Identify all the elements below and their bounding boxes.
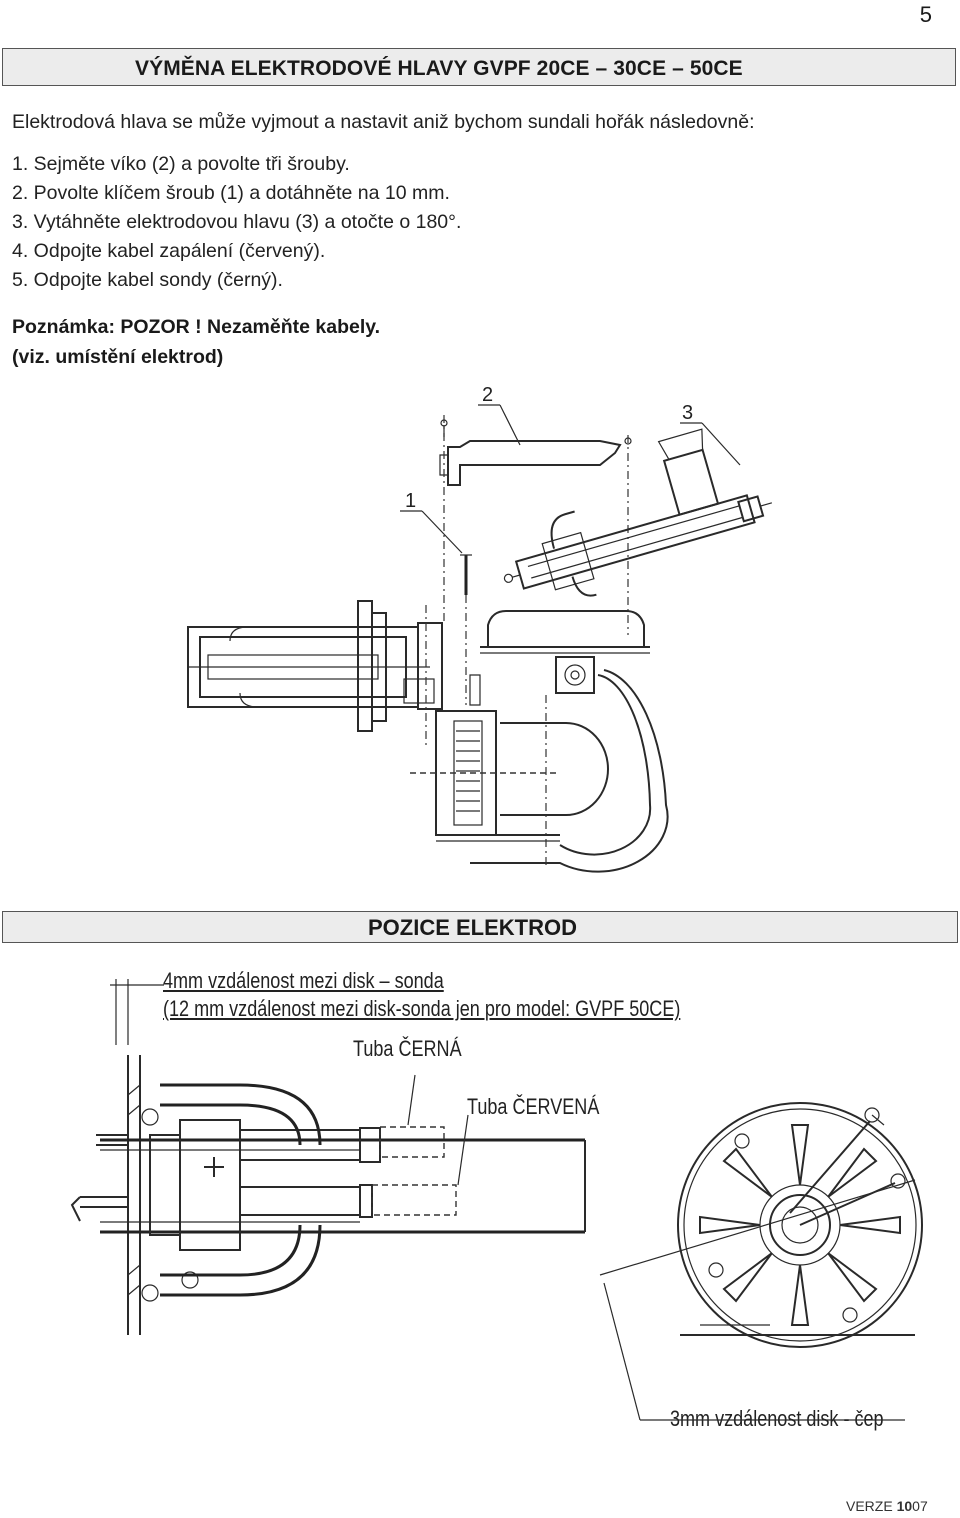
label-disk-tip-distance: 3mm vzdálenost disk - čep — [670, 1406, 884, 1431]
footer-version-bold: 10 — [896, 1498, 913, 1514]
note-reference: (viz. umístění elektrod) — [12, 346, 224, 368]
callout-2: 2 — [482, 384, 493, 406]
burner-assembly-drawing: 2 3 1 — [187, 384, 773, 873]
step-item: 5. Odpojte kabel sondy (černý). — [12, 269, 283, 291]
footer-version-rest: 07 — [912, 1498, 928, 1514]
label-disk-probe-distance: 4mm vzdálenost mezi disk – sonda — [163, 968, 444, 993]
note-warning: Poznámka: POZOR ! Nezaměňte kabely. — [12, 316, 381, 338]
callout-3: 3 — [682, 402, 693, 424]
section-bar: POZICE ELEKTROD — [2, 911, 958, 943]
intro-text: Elektrodová hlava se může vyjmout a nast… — [12, 111, 755, 133]
callout-1: 1 — [405, 490, 416, 512]
label-disk-probe-distance-50ce: (12 mm vzdálenost mezi disk-sonda jen pr… — [163, 996, 681, 1021]
footer-version: VERZE 1007 — [846, 1498, 928, 1514]
note: Poznámka: POZOR ! Nezaměňte kabely. (viz… — [12, 312, 380, 372]
footer-prefix: VERZE — [846, 1498, 897, 1514]
step-item: 2. Povolte klíčem šroub (1) a dotáhněte … — [12, 182, 450, 204]
page-title: VÝMĚNA ELEKTRODOVÉ HLAVY GVPF 20CE – 30C… — [135, 57, 743, 80]
step-item: 1. Sejměte víko (2) a povolte tři šrouby… — [12, 153, 350, 175]
step-item: 4. Odpojte kabel zapálení (červený). — [12, 240, 326, 262]
electrode-position-drawing — [70, 979, 923, 1421]
steps-list: 1. Sejměte víko (2) a povolte tři šrouby… — [12, 150, 461, 295]
section-title: POZICE ELEKTROD — [368, 915, 578, 940]
label-tube-black: Tuba ČERNÁ — [353, 1036, 462, 1061]
page-number: 5 — [919, 2, 932, 27]
step-item: 3. Vytáhněte elektrodovou hlavu (3) a ot… — [12, 211, 462, 233]
title-bar: VÝMĚNA ELEKTRODOVÉ HLAVY GVPF 20CE – 30C… — [2, 48, 956, 86]
label-tube-red: Tuba ČERVENÁ — [467, 1094, 600, 1119]
